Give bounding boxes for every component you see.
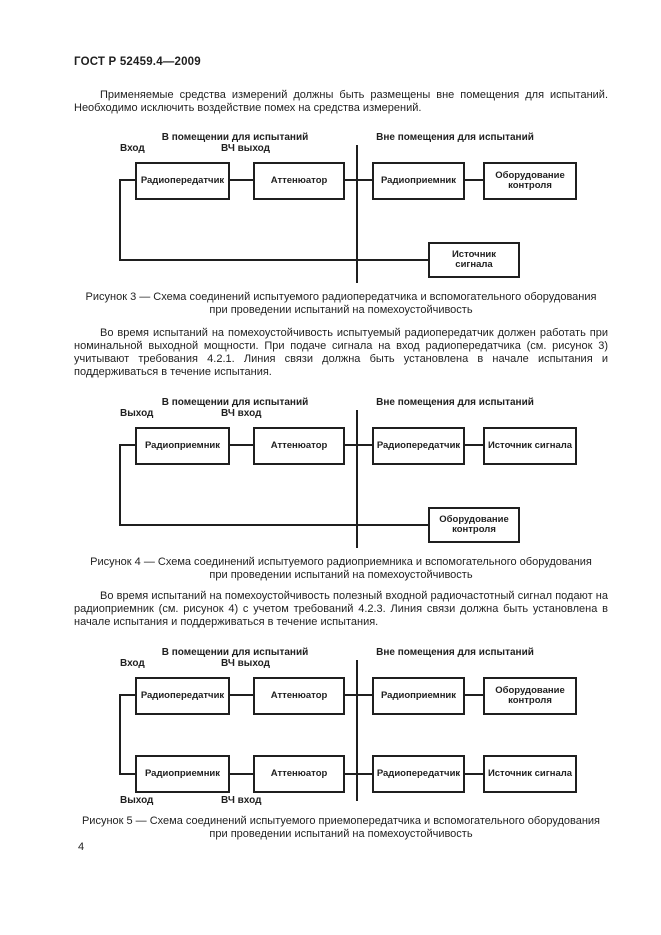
connector-line <box>465 179 483 181</box>
port-label-output: Выход <box>120 795 154 806</box>
connector-line <box>230 444 253 446</box>
figure3-caption: Рисунок 3 — Схема соединений испытуемого… <box>74 291 608 317</box>
block-attenuator: Аттенюатор <box>253 677 345 715</box>
block-transmitter: Радиопередатчик <box>135 162 230 200</box>
zone-label-inside-room: В помещении для испытаний <box>161 397 309 408</box>
room-divider-line <box>356 660 358 801</box>
connector-line <box>345 179 372 181</box>
figure5-caption: Рисунок 5 — Схема соединений испытуемого… <box>74 815 608 841</box>
port-label-rf-input: ВЧ вход <box>221 795 262 806</box>
port-label-rf-output: ВЧ выход <box>221 658 270 669</box>
paragraph-receiver-test: Во время испытаний на помехоустойчивость… <box>74 590 608 628</box>
connector-line <box>345 773 372 775</box>
zone-label-inside-room: В помещении для испытаний <box>161 132 309 143</box>
connector-line <box>119 179 121 261</box>
figure3-caption-line1: Рисунок 3 — Схема соединений испытуемого… <box>85 291 597 303</box>
connector-line <box>345 444 372 446</box>
connector-line <box>230 179 253 181</box>
block-receiver: Радиоприемник <box>372 162 465 200</box>
port-label-output: Выход <box>120 408 154 419</box>
port-label-rf-input: ВЧ вход <box>221 408 262 419</box>
block-transmitter: Радиопередатчик <box>372 427 465 465</box>
doc-code-header: ГОСТ Р 52459.4—2009 <box>74 56 201 68</box>
figure4-diagram: В помещении для испытаний Вне помещения … <box>0 395 661 556</box>
connector-line <box>119 444 121 526</box>
port-label-input: Вход <box>120 143 145 154</box>
room-divider-line <box>356 410 358 548</box>
figure5-caption-line1: Рисунок 5 — Схема соединений испытуемого… <box>81 815 601 827</box>
zone-label-outside-room: Вне помещения для испытаний <box>376 397 534 408</box>
connector-line <box>230 773 253 775</box>
connector-line <box>465 773 483 775</box>
figure4-caption: Рисунок 4 — Схема соединений испытуемого… <box>74 556 608 582</box>
connector-line <box>119 444 135 446</box>
paragraph-measurement-means: Применяемые средства измерений должны бы… <box>74 89 608 114</box>
figure4-caption-line2: при проведении испытаний на помехоустойч… <box>209 569 473 581</box>
page-number: 4 <box>78 841 85 853</box>
figure5-caption-line2: при проведении испытаний на помехоустойч… <box>209 828 473 840</box>
connector-line <box>345 694 372 696</box>
zone-label-inside-room: В помещении для испытаний <box>161 647 309 658</box>
connector-line <box>119 694 121 775</box>
block-signal-source: Источник сигнала <box>483 755 577 793</box>
block-attenuator: Аттенюатор <box>253 755 345 793</box>
zone-label-outside-room: Вне помещения для испытаний <box>376 647 534 658</box>
block-attenuator: Аттенюатор <box>253 427 345 465</box>
port-label-rf-output: ВЧ выход <box>221 143 270 154</box>
figure4-caption-line1: Рисунок 4 — Схема соединений испытуемого… <box>90 556 592 568</box>
figure5-diagram: В помещении для испытаний Вне помещения … <box>0 645 661 816</box>
connector-line <box>230 694 253 696</box>
zone-label-outside-room: Вне помещения для испытаний <box>376 132 534 143</box>
connector-line <box>465 444 483 446</box>
room-divider-line <box>356 145 358 283</box>
connector-line <box>119 259 428 261</box>
paragraph-transmitter-test: Во время испытаний на помехоустойчивость… <box>74 327 608 378</box>
block-attenuator: Аттенюатор <box>253 162 345 200</box>
block-receiver: Радиоприемник <box>135 755 230 793</box>
block-transmitter: Радиопередатчик <box>372 755 465 793</box>
block-signal-source: Источник сигнала <box>428 242 520 278</box>
block-control-equipment: Оборудование контроля <box>428 507 520 543</box>
block-signal-source: Источник сигнала <box>483 427 577 465</box>
block-receiver: Радиоприемник <box>372 677 465 715</box>
block-control-equipment: Оборудование контроля <box>483 162 577 200</box>
block-transmitter: Радиопередатчик <box>135 677 230 715</box>
connector-line <box>119 694 135 696</box>
block-control-equipment: Оборудование контроля <box>483 677 577 715</box>
figure3-caption-line2: при проведении испытаний на помехоустойч… <box>209 304 473 316</box>
port-label-input: Вход <box>120 658 145 669</box>
block-receiver: Радиоприемник <box>135 427 230 465</box>
figure3-diagram: В помещении для испытаний Вне помещения … <box>0 130 661 291</box>
connector-line <box>465 694 483 696</box>
connector-line <box>119 773 135 775</box>
connector-line <box>119 179 135 181</box>
connector-line <box>119 524 428 526</box>
